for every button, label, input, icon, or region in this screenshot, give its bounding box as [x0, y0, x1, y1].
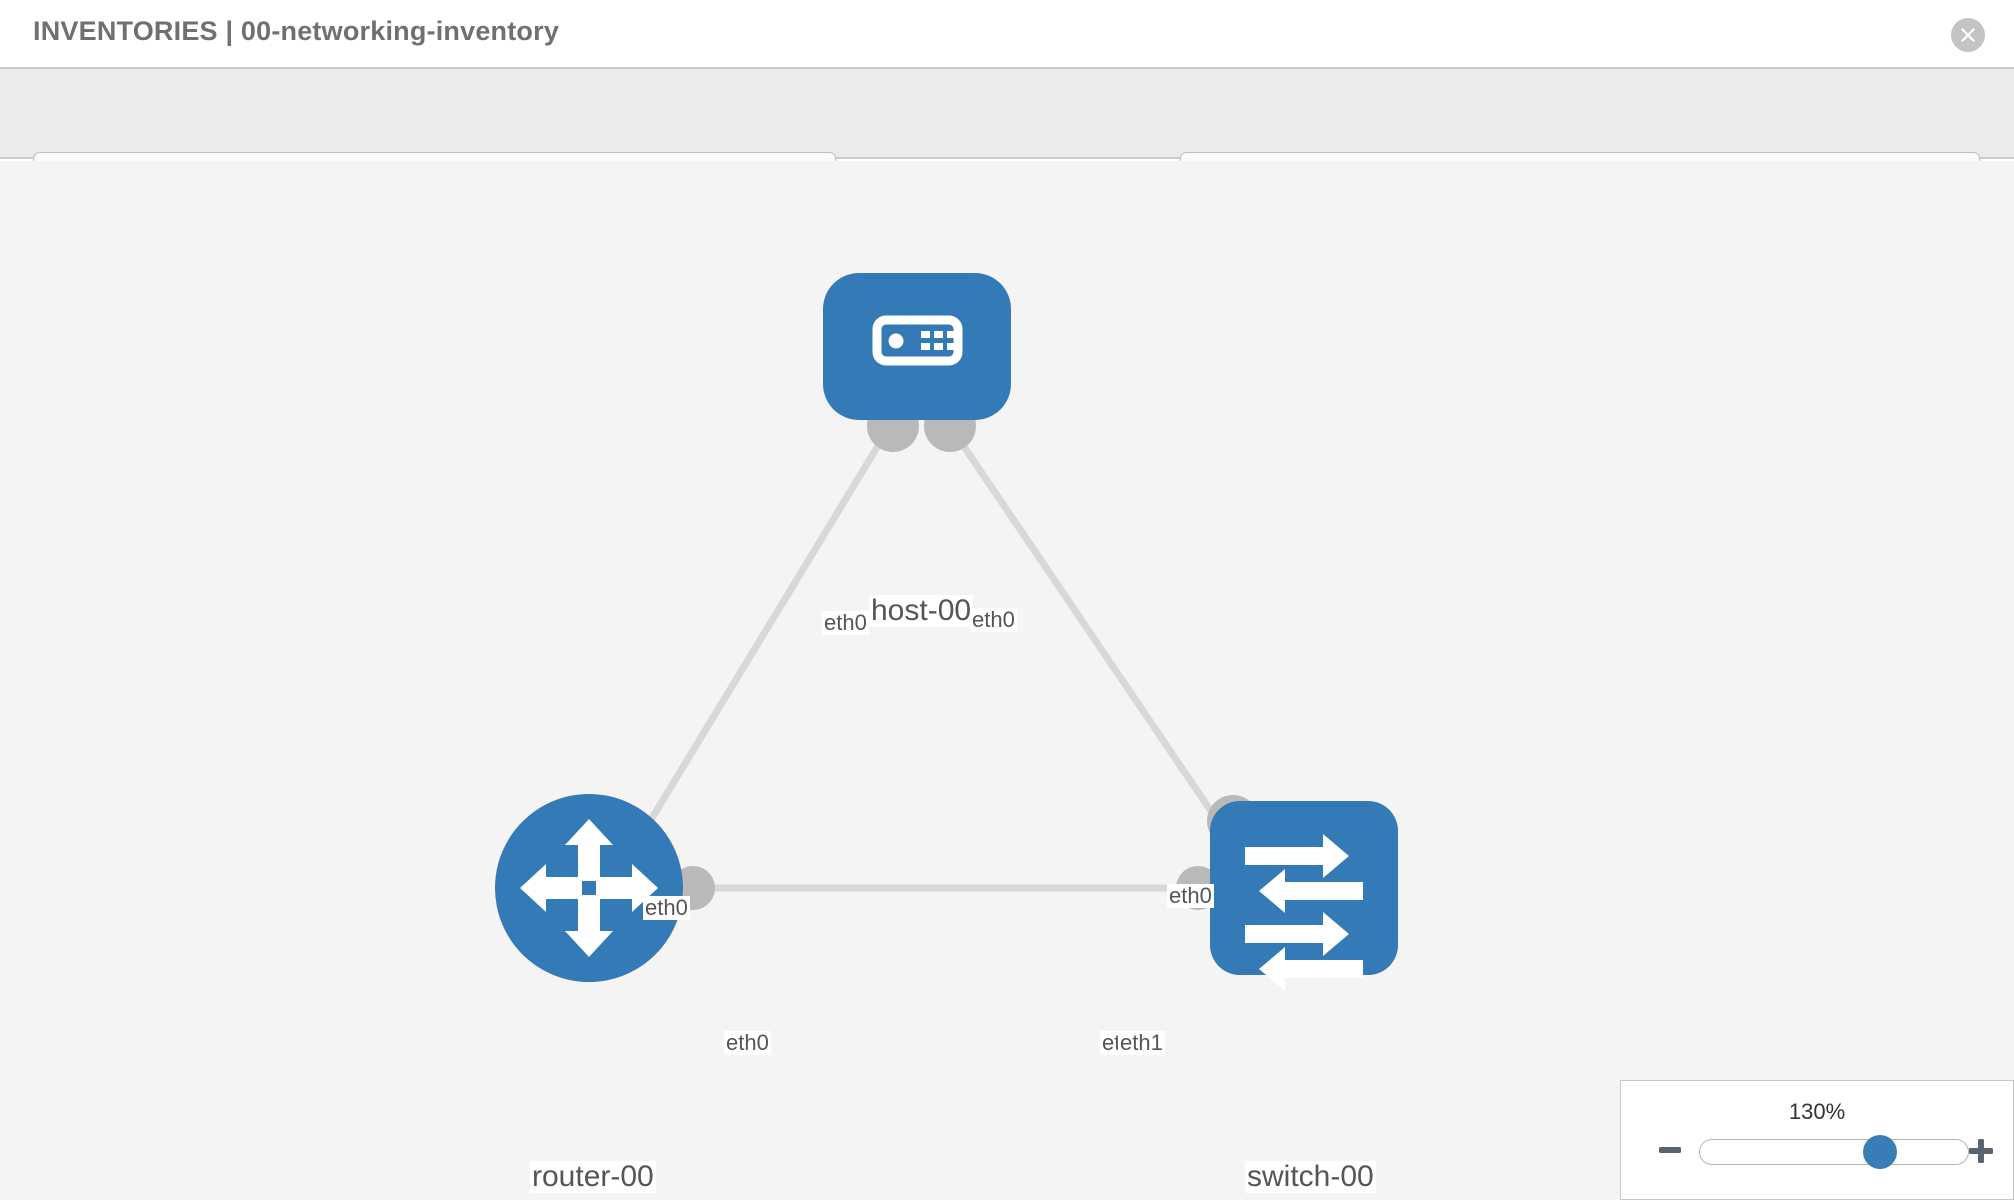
iface-label-host-left: eth0: [822, 610, 869, 636]
minus-icon[interactable]: [1657, 1137, 1683, 1163]
node-label-router-00: router-00: [530, 1160, 656, 1193]
router-arrows-icon: [520, 819, 658, 957]
link-host-router[interactable]: [629, 424, 893, 853]
iface-label-host-right: eth0: [970, 607, 1017, 633]
zoom-control-panel: 130%: [1620, 1080, 2014, 1200]
server-icon: [872, 315, 963, 366]
close-icon[interactable]: [1951, 18, 1985, 52]
page-header: INVENTORIES | 00-networking-inventory: [0, 0, 2014, 69]
page-title: INVENTORIES | 00-networking-inventory: [33, 16, 560, 46]
iface-label-switch-left-b: eth1: [1118, 1030, 1165, 1056]
switch-arrows-icon: [1245, 834, 1363, 991]
iface-label-switch-up: eth0: [1167, 883, 1214, 909]
node-router-00[interactable]: [495, 794, 683, 982]
zoom-slider-track[interactable]: [1699, 1135, 1969, 1169]
link-layer: [629, 424, 1241, 892]
zoom-slider-thumb[interactable]: [1863, 1135, 1897, 1169]
link-host-switch[interactable]: [947, 424, 1241, 853]
topology-canvas[interactable]: eth0 host-00 eth0 eth0 eth0 eth0 eth0 et…: [0, 161, 2014, 1200]
iface-label-router-right: eth0: [724, 1030, 771, 1056]
node-host-00[interactable]: [823, 273, 1011, 420]
iface-label-router-up: eth0: [643, 895, 690, 921]
topology-graph: [495, 273, 1398, 991]
plus-icon[interactable]: [1967, 1137, 1995, 1165]
connector-layer: [671, 400, 1259, 910]
node-switch-00[interactable]: [1210, 801, 1398, 991]
node-label-host-00: host-00: [869, 594, 974, 627]
zoom-percent-label: 130%: [1788, 1099, 1846, 1124]
toolbar: ACTIONS: [0, 69, 2014, 210]
node-label-switch-00: switch-00: [1245, 1160, 1376, 1193]
